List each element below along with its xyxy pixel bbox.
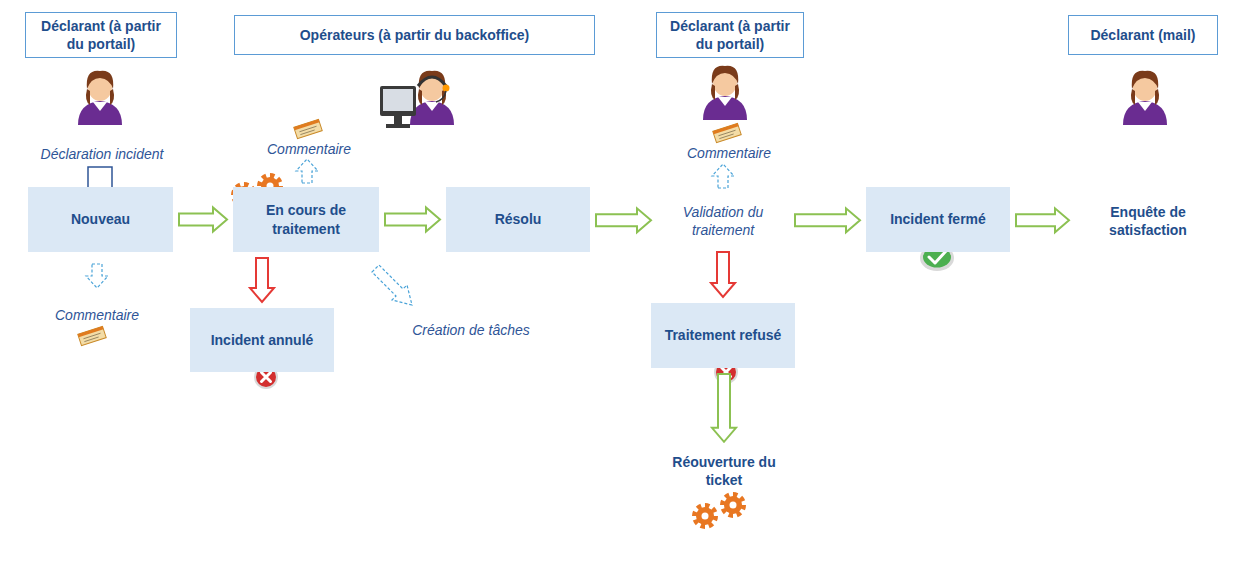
node-text: Déclarant (à partir du portail): [663, 17, 797, 53]
status-box: Traitement refusé: [651, 303, 795, 368]
status-box: Incident fermé: [866, 187, 1010, 252]
actor-header: Déclarant (à partir du portail): [25, 12, 177, 58]
gear-icon: [695, 506, 715, 526]
person-icon: [1123, 71, 1167, 125]
node-text: Enquête de satisfaction: [1079, 203, 1217, 239]
person-icon: [703, 66, 747, 120]
node-text: Résolu: [495, 210, 542, 228]
node-text: Réouverture du ticket: [663, 453, 785, 489]
status-box: Résolu: [446, 187, 590, 252]
flow-arrow: [711, 252, 735, 297]
actor-header: Déclarant (à partir du portail): [656, 12, 804, 58]
status-box: Nouveau: [28, 187, 173, 252]
status-box: En cours de traitement: [233, 187, 379, 252]
note-label: Création de tâches: [412, 322, 530, 339]
flow-arrow: [712, 374, 736, 442]
comment-arrow: [86, 159, 734, 305]
flow-arrow: [179, 208, 227, 232]
flow-arrow: [385, 208, 440, 232]
node-text: En cours de traitement: [241, 201, 371, 237]
comment-icon: [294, 119, 322, 138]
operator-icon: [380, 71, 454, 128]
node-text: Opérateurs (à partir du backoffice): [300, 26, 530, 44]
note-label: Commentaire: [55, 307, 139, 324]
comment-icon: [78, 326, 106, 345]
flow-arrow: [596, 208, 651, 232]
status-box: Incident annulé: [190, 308, 334, 372]
person-icon: [78, 71, 122, 125]
node-text: Déclarant (à partir du portail): [32, 17, 170, 53]
node-text: Incident annulé: [211, 331, 314, 349]
flow-arrow: [795, 208, 860, 232]
gear-icon: [723, 495, 743, 515]
node-text: Déclarant (mail): [1090, 26, 1195, 44]
node-text: Nouveau: [71, 210, 130, 228]
note-label: Commentaire: [687, 145, 771, 162]
actor-header: Déclarant (mail): [1068, 15, 1218, 55]
flow-arrow: [250, 258, 274, 302]
step-text: Enquête de satisfaction: [1075, 197, 1221, 245]
actor-header: Opérateurs (à partir du backoffice): [234, 15, 595, 55]
note-label: Déclaration incident: [41, 146, 164, 163]
note-label: Commentaire: [267, 141, 351, 158]
flow-arrow: [1016, 208, 1069, 232]
node-text: Traitement refusé: [665, 326, 782, 344]
step-text: Validation du traitement: [657, 196, 789, 246]
comment-icon: [713, 123, 741, 142]
node-text: Validation du traitement: [661, 203, 785, 239]
node-text: Incident fermé: [890, 210, 986, 228]
step-text: Réouverture du ticket: [659, 448, 789, 494]
